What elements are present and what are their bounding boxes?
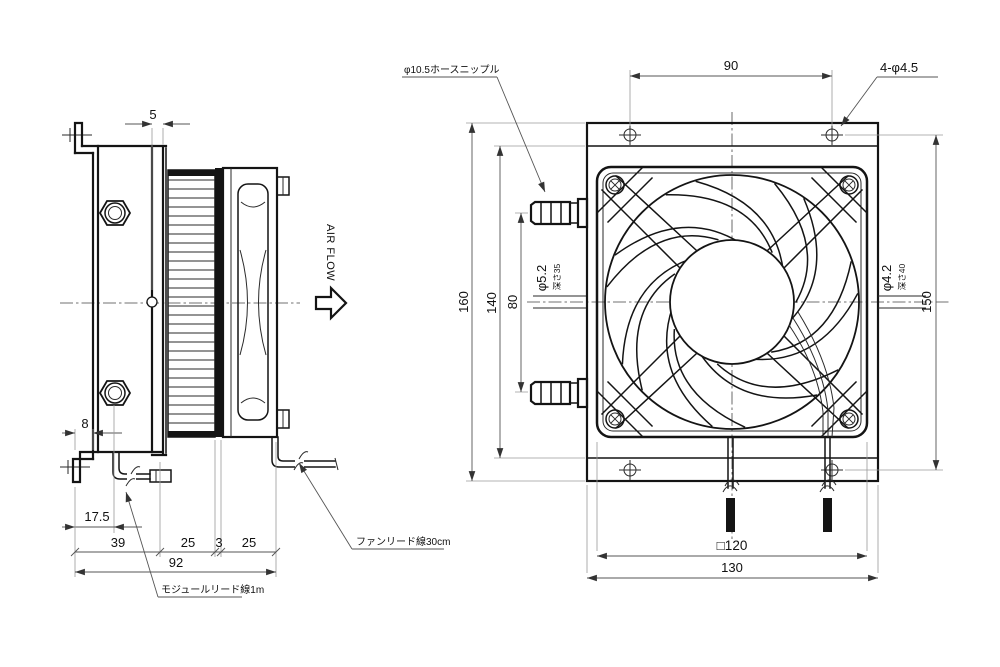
dim-39: 39 — [111, 535, 125, 550]
air-flow-label: AIR FLOW — [324, 224, 336, 281]
fan-opening — [604, 174, 860, 430]
dim-90: 90 — [724, 58, 738, 73]
heatsink-fins — [167, 168, 223, 438]
fan-wire-bundle — [788, 311, 835, 438]
left-port-lines — [533, 295, 586, 309]
mount-hole — [821, 125, 843, 145]
front-dimensions: 90 160 140 80 150 □120 130 φ5.2 深さ35 φ4.… — [456, 58, 943, 582]
port-right-depth: 深さ40 — [897, 264, 907, 291]
dim-150: 150 — [919, 291, 934, 313]
hose-nipple-label: φ10.5ホースニップル — [404, 64, 499, 76]
side-dimensions: 5 8 17.5 39 25 3 25 92 — [62, 107, 281, 577]
side-view: AIR FLOW 5 8 17.5 39 25 3 25 92 — [60, 107, 450, 598]
front-leaders: φ10.5ホースニップル 4-φ4.5 — [402, 60, 938, 193]
fan-side — [221, 166, 290, 439]
hex-bolt-bottom — [98, 380, 132, 406]
dim-25b: 25 — [242, 535, 256, 550]
module-lead-label: モジュールリード線1m — [161, 583, 264, 596]
fan-lead-label: ファンリード線30cm — [356, 535, 450, 548]
front-lead-wires — [722, 436, 837, 532]
dim-17-5: 17.5 — [84, 509, 109, 524]
water-block — [146, 144, 168, 457]
mount-hole — [619, 125, 641, 145]
dim-140: 140 — [484, 292, 499, 314]
air-flow-arrow-icon — [314, 285, 348, 321]
front-view: 90 160 140 80 150 □120 130 φ5.2 深さ35 φ4.… — [402, 58, 950, 582]
fan-lead-wire — [271, 436, 339, 472]
fan-corners — [596, 166, 868, 438]
mounting-bracket — [71, 121, 168, 484]
fan-corner — [596, 332, 698, 438]
module-lead-wire — [112, 451, 172, 487]
mount-holes-label: 4-φ4.5 — [880, 60, 918, 75]
dim-3: 3 — [215, 535, 222, 550]
hose-nipple-bottom — [529, 377, 589, 409]
fan-frame — [595, 165, 869, 439]
port-left-dia: φ5.2 — [534, 265, 549, 292]
mount-holes — [619, 125, 843, 480]
port-left-depth: 深さ35 — [552, 264, 562, 291]
dim-5: 5 — [149, 107, 156, 122]
module-lead-connector — [149, 469, 172, 483]
fan-hub — [669, 239, 795, 365]
dim-130: 130 — [721, 560, 743, 575]
fin-shroud-band — [215, 168, 223, 437]
mount-hole — [619, 460, 641, 480]
dim-92: 92 — [169, 555, 183, 570]
port-right-dia: φ4.2 — [879, 265, 894, 292]
dim-25a: 25 — [181, 535, 195, 550]
dim-160: 160 — [456, 291, 471, 313]
fan-corner — [766, 166, 868, 272]
dim-8: 8 — [81, 416, 88, 431]
dim-fan-square: □120 — [717, 538, 748, 553]
fan-corner — [596, 166, 698, 272]
dim-80: 80 — [505, 295, 520, 309]
fan-blades — [606, 180, 859, 428]
block-center-hole — [146, 296, 158, 308]
hose-nipple-top — [529, 197, 589, 229]
right-port-lines — [878, 295, 926, 309]
hex-bolt-top — [98, 200, 132, 226]
side-leaders: モジュールリード線1m ファンリード線30cm — [125, 462, 450, 598]
mount-hole — [821, 460, 843, 480]
